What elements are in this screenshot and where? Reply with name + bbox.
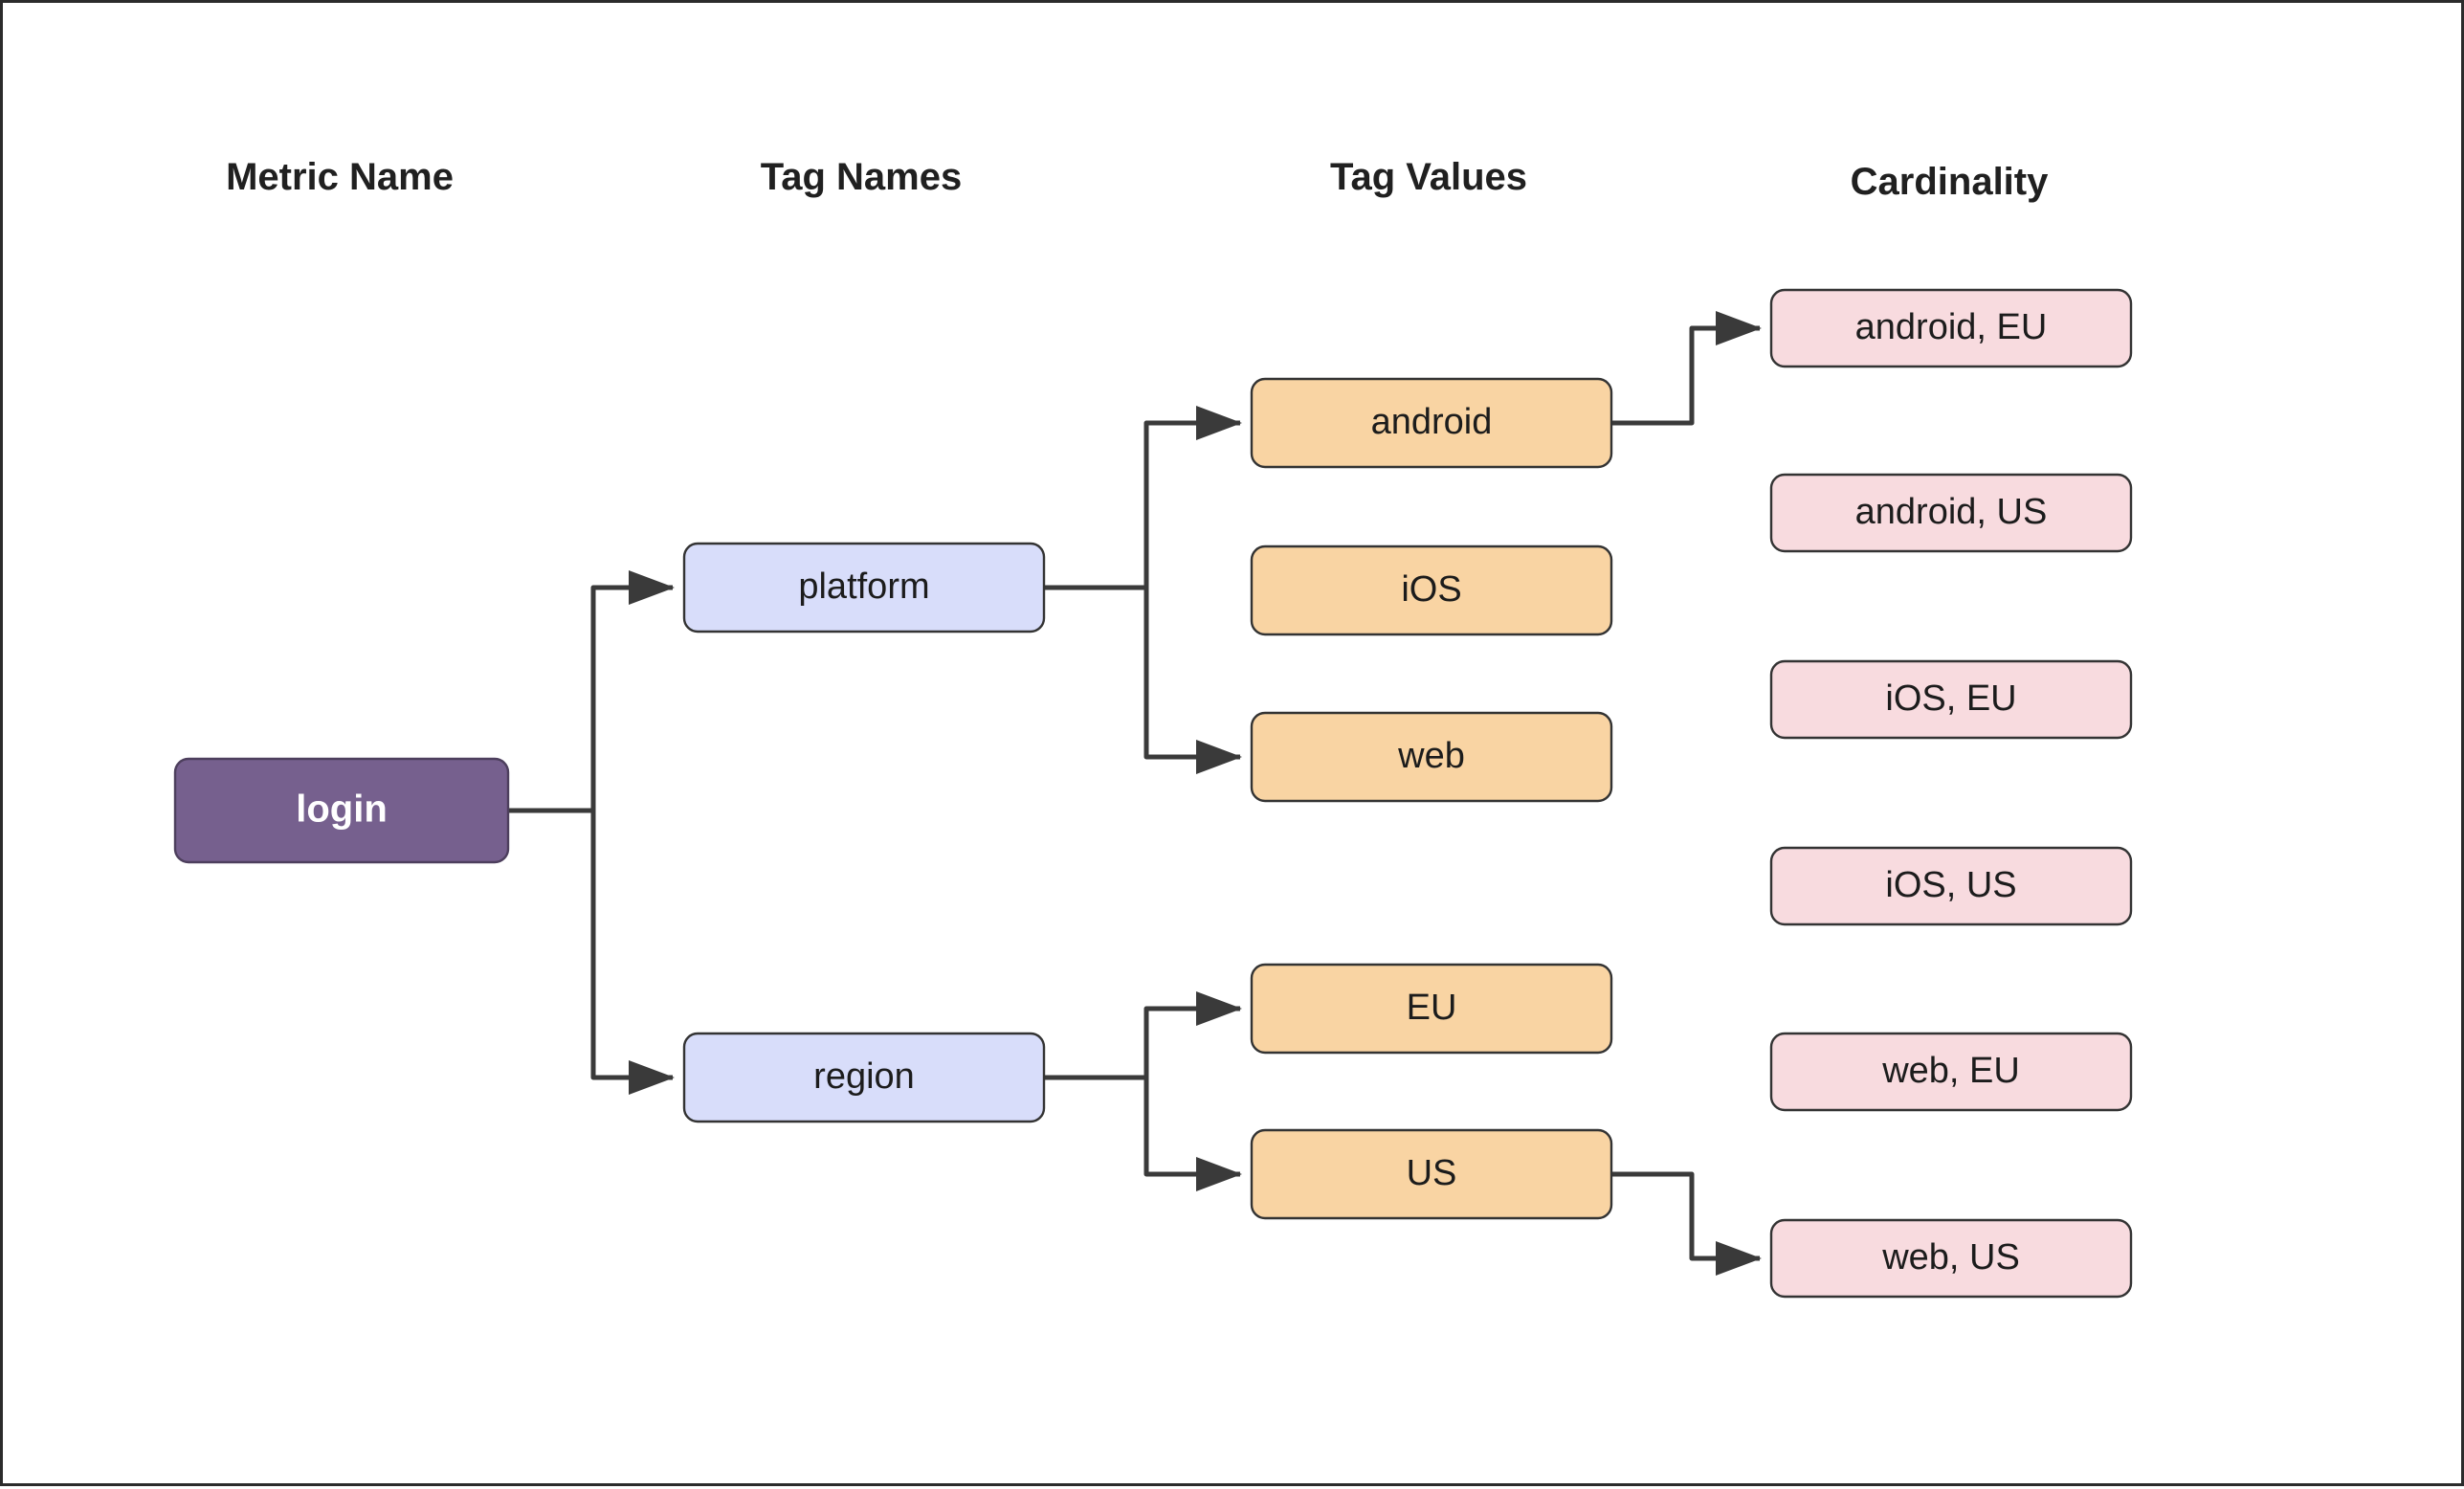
node-box-login[interactable] <box>173 757 510 864</box>
node-label-web-eu: web, EU <box>1881 1051 2020 1091</box>
node-label-login: login <box>296 789 388 831</box>
node-box-ios-eu[interactable] <box>1769 659 2133 740</box>
node-android-us[interactable]: android, US <box>1769 473 2133 553</box>
node-label-web-us: web, US <box>1881 1237 2020 1278</box>
node-label-ios-us: iOS, US <box>1885 865 2016 905</box>
column-headers: Metric Name Tag Names Tag Values Cardinalit… <box>226 156 2049 203</box>
column-header-metric-name: Metric Name <box>226 156 454 198</box>
node-box-us[interactable] <box>1250 1128 1613 1220</box>
node-box-eu[interactable] <box>1250 963 1613 1055</box>
edge-region-eu <box>1044 991 1243 1080</box>
node-label-ios: iOS <box>1401 569 1461 610</box>
node-ios-eu[interactable]: iOS, EU <box>1769 659 2133 740</box>
node-box-region[interactable] <box>682 1032 1046 1123</box>
edge-us-web_us <box>1611 1171 1763 1276</box>
node-web-us[interactable]: web, US <box>1769 1218 2133 1299</box>
node-label-android-us: android, US <box>1855 492 2048 532</box>
edge-platform-android <box>1044 406 1243 590</box>
node-platform[interactable]: platform <box>682 542 1046 633</box>
node-ios[interactable]: iOS <box>1250 544 1613 636</box>
node-android-eu[interactable]: android, EU <box>1769 288 2133 368</box>
node-region[interactable]: region <box>682 1032 1046 1123</box>
edge-platform-web <box>1044 585 1243 774</box>
node-label-us: US <box>1407 1153 1457 1193</box>
node-label-web: web <box>1397 736 1465 776</box>
node-box-web[interactable] <box>1250 711 1613 803</box>
edge-layer <box>508 311 1763 1276</box>
node-label-android: android <box>1371 402 1493 442</box>
node-android[interactable]: android <box>1250 377 1613 469</box>
node-web[interactable]: web <box>1250 711 1613 803</box>
node-box-ios-us[interactable] <box>1769 846 2133 926</box>
node-label-eu: EU <box>1407 988 1457 1028</box>
edge-android-android_eu <box>1611 311 1763 426</box>
cardinality-tree-diagram: Metric Name Tag Names Tag Values Cardinalit… <box>173 156 2133 1299</box>
node-box-platform[interactable] <box>682 542 1046 633</box>
node-ios-us[interactable]: iOS, US <box>1769 846 2133 926</box>
edge-region-us <box>1044 1075 1243 1191</box>
node-eu[interactable]: EU <box>1250 963 1613 1055</box>
column-header-tag-names: Tag Names <box>761 156 962 198</box>
node-box-android-eu[interactable] <box>1769 288 2133 368</box>
node-label-android-eu: android, EU <box>1855 307 2048 347</box>
edge-login-platform <box>508 570 676 813</box>
node-box-web-us[interactable] <box>1769 1218 2133 1299</box>
node-label-platform: platform <box>798 567 929 607</box>
node-box-android[interactable] <box>1250 377 1613 469</box>
node-label-ios-eu: iOS, EU <box>1885 678 2016 719</box>
node-label-region: region <box>813 1056 915 1097</box>
node-web-eu[interactable]: web, EU <box>1769 1032 2133 1112</box>
node-us[interactable]: US <box>1250 1128 1613 1220</box>
column-header-cardinality: Cardinality <box>1851 161 2049 203</box>
node-box-web-eu[interactable] <box>1769 1032 2133 1112</box>
node-box-android-us[interactable] <box>1769 473 2133 553</box>
node-login[interactable]: login <box>173 757 510 864</box>
node-box-ios[interactable] <box>1250 544 1613 636</box>
column-header-tag-values: Tag Values <box>1330 156 1527 198</box>
edge-login-region <box>508 808 676 1095</box>
